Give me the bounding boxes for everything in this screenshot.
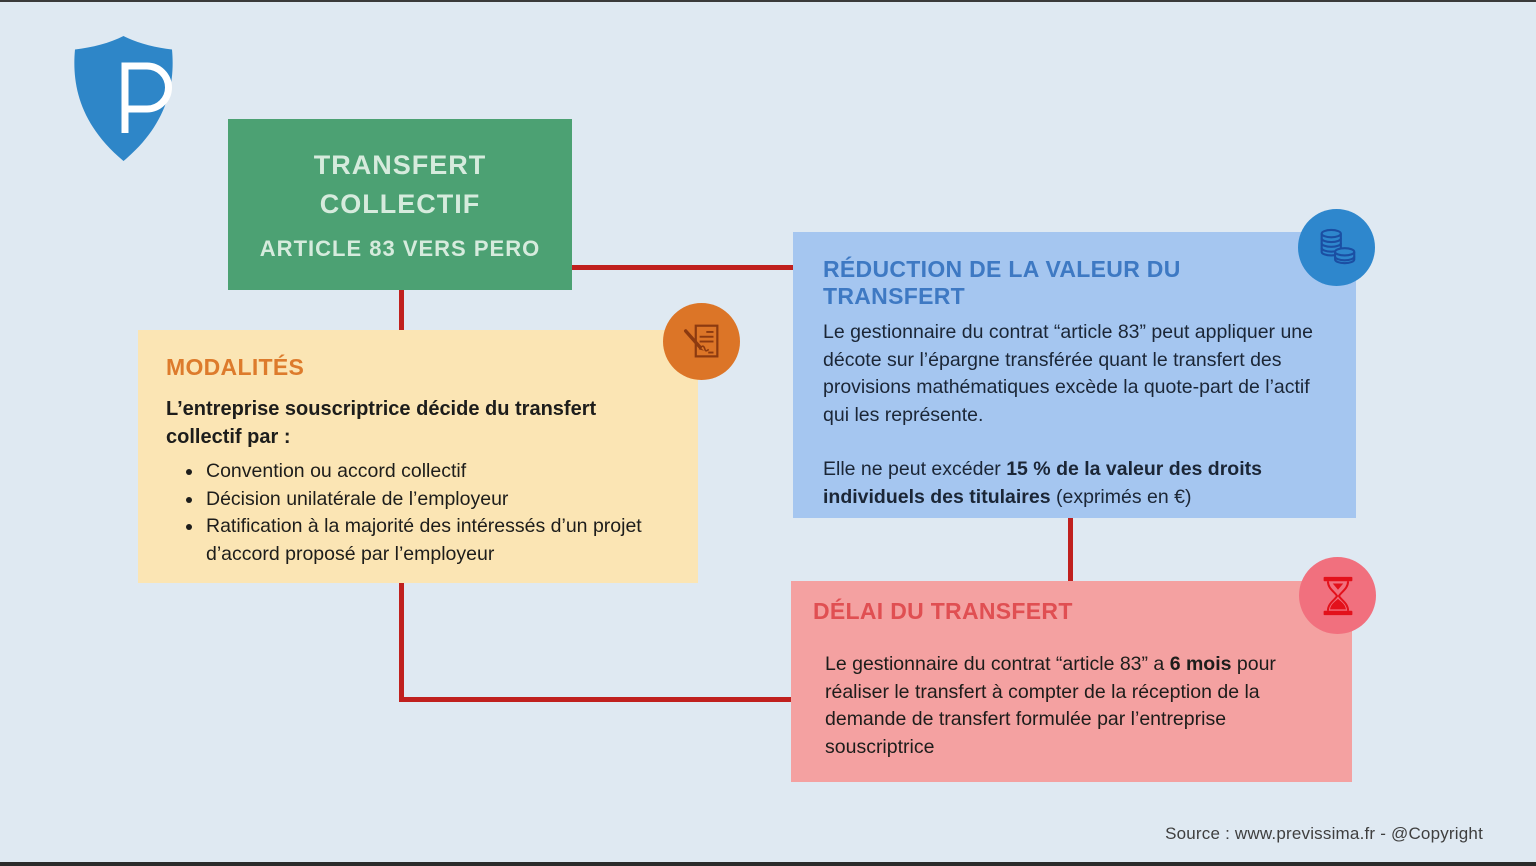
modalites-bullet-list: Convention ou accord collectif Décision … — [166, 458, 670, 568]
connector-reduction-to-delai — [1068, 517, 1073, 582]
connector-modalites-to-delai-horizontal — [399, 697, 791, 702]
coins-icon — [1320, 228, 1355, 264]
reduction-paragraph-2: Elle ne peut excéder 15 % de la valeur d… — [823, 456, 1326, 511]
reduction-p2-bold: 15 % de la valeur des droits individuels… — [823, 458, 1262, 508]
delai-card: DÉLAI DU TRANSFERT Le gestionnaire du co… — [791, 581, 1352, 782]
modalites-bullet-1: Convention ou accord collectif — [204, 458, 670, 486]
modalites-icon-badge — [663, 303, 740, 380]
document-pen-icon — [683, 324, 718, 357]
reduction-icon-badge — [1298, 209, 1375, 286]
modalites-title: MODALITÉS — [166, 354, 305, 380]
modalites-bullet-2: Décision unilatérale de l’employeur — [204, 486, 670, 514]
title-line2: COLLECTIF — [319, 188, 481, 219]
reduction-title: RÉDUCTION DE LA VALEUR DU TRANSFERT — [823, 256, 1181, 309]
delai-p-suffix: pour réaliser le transfert à compter de … — [825, 653, 1276, 758]
modalites-bullet-3: Ratification à la majorité des intéressé… — [204, 513, 670, 568]
top-border — [0, 0, 1536, 2]
title-box: TRANSFERT COLLECTIF ARTICLE 83 VERS PERO — [228, 119, 572, 290]
source-credit: Source : www.previssima.fr - @Copyright — [1165, 824, 1483, 843]
modalites-intro: L’entreprise souscriptrice décide du tra… — [166, 398, 597, 448]
previssima-logo — [67, 33, 180, 163]
delai-title: DÉLAI DU TRANSFERT — [813, 598, 1073, 624]
delai-p-prefix: Le gestionnaire du contrat “article 83” … — [825, 653, 1170, 675]
reduction-card: RÉDUCTION DE LA VALEUR DU TRANSFERT Le g… — [793, 232, 1356, 518]
connector-title-to-reduction — [572, 265, 793, 270]
reduction-p2-prefix: Elle ne peut excéder — [823, 458, 1007, 480]
delai-paragraph: Le gestionnaire du contrat “article 83” … — [825, 651, 1330, 761]
connector-modalites-to-delai-vertical — [399, 583, 404, 702]
delai-icon-badge — [1299, 557, 1376, 634]
reduction-paragraph-1: Le gestionnaire du contrat “article 83” … — [823, 321, 1313, 426]
shield-p-icon — [74, 36, 173, 161]
modalites-card: MODALITÉS L’entreprise souscriptrice déc… — [138, 330, 698, 583]
reduction-p2-suffix: (exprimés en €) — [1050, 485, 1192, 508]
title-subtitle: ARTICLE 83 VERS PERO — [259, 235, 541, 261]
delai-p-bold: 6 mois — [1169, 653, 1232, 675]
bottom-border — [0, 862, 1536, 866]
connector-title-to-modalites — [399, 290, 404, 330]
hourglass-icon — [1323, 576, 1352, 615]
title-line1: TRANSFERT — [313, 149, 487, 180]
